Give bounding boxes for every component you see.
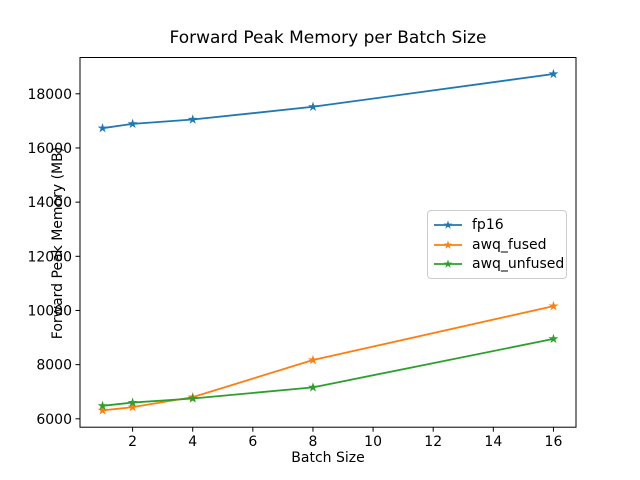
x-tick-label: 8 xyxy=(309,434,318,450)
x-axis-label: Batch Size xyxy=(291,450,365,466)
x-tick-label: 12 xyxy=(424,434,442,450)
data-point-marker-awq_fused xyxy=(308,354,318,365)
x-tick-label: 2 xyxy=(128,434,137,450)
y-tick-label: 18000 xyxy=(27,87,72,103)
axes-frame xyxy=(79,57,577,428)
data-point-marker-fp16 xyxy=(548,68,559,79)
data-point-marker-awq_unfused xyxy=(548,333,559,344)
x-tick-label: 4 xyxy=(188,434,197,450)
y-tick-label: 10000 xyxy=(27,303,72,319)
legend-label: fp16 xyxy=(472,216,504,233)
legend-item-fp16: fp16 xyxy=(433,215,560,235)
legend-star-icon xyxy=(443,239,453,249)
data-point-marker-awq_fused xyxy=(548,300,559,311)
legend-star-icon xyxy=(443,259,453,268)
y-tick-label: 16000 xyxy=(27,141,72,157)
legend-star-icon xyxy=(443,220,453,229)
y-tick-label: 14000 xyxy=(27,195,72,211)
x-tick-label: 6 xyxy=(248,434,257,450)
data-point-marker-awq_unfused xyxy=(97,400,108,411)
legend: fp16 awq_fused awq_unfused xyxy=(427,210,567,279)
data-point-marker-fp16 xyxy=(127,118,138,129)
series-line-awq_fused xyxy=(102,305,554,412)
data-point-marker-awq_unfused xyxy=(127,397,138,407)
y-tick-label: 6000 xyxy=(36,412,72,428)
series-line-awq_unfused xyxy=(102,338,554,407)
y-tick-label: 12000 xyxy=(27,249,72,265)
legend-marker-icon xyxy=(434,239,462,249)
legend-item-awq_fused: awq_fused xyxy=(433,235,560,255)
data-point-marker-awq_unfused xyxy=(187,393,198,403)
y-tick-label: 8000 xyxy=(36,358,72,374)
legend-marker-icon xyxy=(434,259,462,268)
legend-label: awq_unfused xyxy=(472,256,565,273)
y-axis-label: Forward Peak Memory (MB) xyxy=(50,146,66,340)
legend-item-awq_unfused: awq_unfused xyxy=(433,254,564,274)
data-point-marker-awq_unfused xyxy=(308,382,318,392)
data-point-marker-fp16 xyxy=(308,101,318,111)
data-point-marker-awq_fused xyxy=(127,401,138,412)
x-tick-label: 10 xyxy=(364,434,382,450)
data-point-marker-fp16 xyxy=(187,114,198,124)
chart-title: Forward Peak Memory per Batch Size xyxy=(169,28,487,48)
legend-label: awq_fused xyxy=(472,236,547,253)
x-tick-label: 14 xyxy=(484,434,502,450)
data-point-marker-awq_fused xyxy=(97,405,108,415)
legend-marker-icon xyxy=(434,220,462,229)
data-point-marker-fp16 xyxy=(97,122,108,133)
series-line-fp16 xyxy=(102,73,554,130)
x-tick-label: 16 xyxy=(545,434,563,450)
